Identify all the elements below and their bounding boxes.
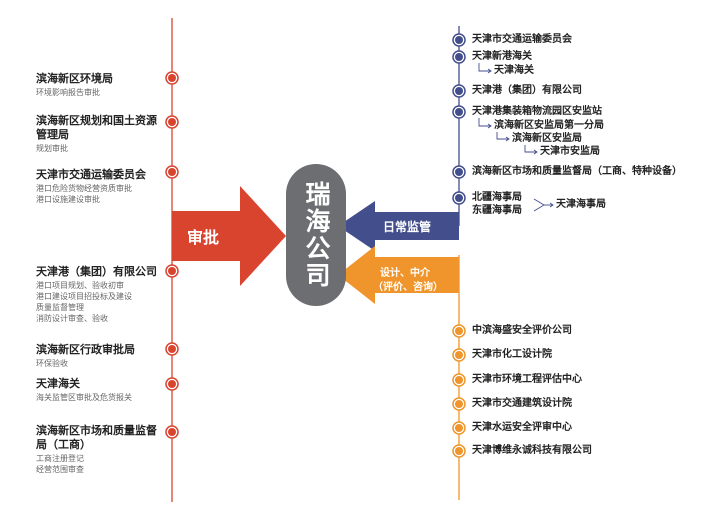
design-node-6: 天津博维永诚科技有限公司 xyxy=(472,445,592,456)
supervision-node-4-sub-1: 滨海新区安监局第一分局 xyxy=(494,120,604,131)
left-node-detail: 工商注册登记 xyxy=(36,454,84,463)
design-node-dots xyxy=(452,324,466,458)
design-node-1: 中滨海盛安全评价公司 xyxy=(472,325,572,336)
supervision-node-2-sub: 天津海关 xyxy=(494,65,534,76)
left-node-title: 滨海新区规划和国土资源管理局 xyxy=(36,114,157,141)
central-company: 瑞海公司 xyxy=(286,164,346,306)
left-node-detail: 经营范围审查 xyxy=(36,465,84,474)
left-node-3: 天津市交通运输委员会 港口危险货物经营资质审批 港口设施建设审批 xyxy=(36,168,168,205)
left-node-detail: 港口建设项目招投标及建设 xyxy=(36,292,132,301)
approval-arrow xyxy=(172,186,286,286)
supervision-arrow xyxy=(338,201,459,251)
left-node-detail: 环保验收 xyxy=(36,359,68,368)
left-node-6: 天津海关 海关监管区审批及危货报关 xyxy=(36,377,168,403)
supervision-node-dots xyxy=(452,33,466,205)
design-arrow-label-1: 设计、中介 xyxy=(380,268,430,279)
left-node-5: 滨海新区行政审批局 环保验收 xyxy=(36,343,166,369)
supervision-node-4-sub-2: 滨海新区安监局 xyxy=(512,133,582,144)
design-node-3: 天津市环境工程评估中心 xyxy=(472,374,582,385)
left-node-detail: 港口项目规划、验收初审 xyxy=(36,281,124,290)
left-node-title: 天津海关 xyxy=(36,377,80,390)
left-node-4: 天津港（集团）有限公司 港口项目规划、验收初审 港口建设项目招投标及建设 质量监… xyxy=(36,265,171,324)
sub-arrows xyxy=(478,63,554,212)
central-company-title: 瑞海公司 xyxy=(302,181,331,289)
left-node-1: 滨海新区环境局 环境影响报告审批 xyxy=(36,72,166,98)
left-node-7: 滨海新区市场和质量监督局（工商） 工商注册登记 经营范围审查 xyxy=(36,424,164,475)
supervision-node-4: 天津港集装箱物流园区安监站 xyxy=(472,106,602,117)
left-node-title: 滨海新区行政审批局 xyxy=(36,343,135,356)
supervision-node-6a: 北疆海事局 xyxy=(472,192,522,203)
design-node-5: 天津水运安全评审中心 xyxy=(472,422,572,433)
left-node-detail: 环境影响报告审批 xyxy=(36,88,100,97)
left-node-detail: 质量监督管理 xyxy=(36,303,84,312)
design-arrow-label-2: （评价、咨询） xyxy=(373,282,443,293)
design-node-2: 天津市化工设计院 xyxy=(472,349,552,360)
supervision-node-1: 天津市交通运输委员会 xyxy=(472,34,572,45)
supervision-node-4-sub-3: 天津市安监局 xyxy=(540,146,600,157)
supervision-arrow-label: 日常监管 xyxy=(383,220,432,234)
left-node-title: 滨海新区环境局 xyxy=(36,72,113,85)
left-node-dots xyxy=(165,71,179,439)
left-node-title: 天津市交通运输委员会 xyxy=(36,168,146,181)
supervision-node-2: 天津新港海关 xyxy=(472,51,532,62)
left-node-detail: 规划审批 xyxy=(36,144,68,153)
supervision-node-3: 天津港（集团）有限公司 xyxy=(472,85,582,96)
left-node-detail: 港口危险货物经营资质审批 xyxy=(36,184,132,193)
supervision-node-6-target: 天津海事局 xyxy=(556,199,606,210)
left-node-title: 天津港（集团）有限公司 xyxy=(36,265,157,278)
left-node-detail: 港口设施建设审批 xyxy=(36,195,100,204)
approval-arrow-label: 审批 xyxy=(187,228,220,247)
design-arrow xyxy=(338,246,459,304)
left-node-detail: 海关监管区审批及危货报关 xyxy=(36,393,132,402)
design-node-4: 天津市交通建筑设计院 xyxy=(472,398,572,409)
supervision-node-6b: 东疆海事局 xyxy=(472,205,522,216)
left-node-detail: 消防设计审查、验收 xyxy=(36,314,108,323)
left-node-2: 滨海新区规划和国土资源管理局 规划审批 xyxy=(36,114,164,154)
supervision-node-5: 滨海新区市场和质量监督局（工商、特种设备） xyxy=(472,166,682,177)
left-node-title: 滨海新区市场和质量监督局（工商） xyxy=(36,424,157,451)
